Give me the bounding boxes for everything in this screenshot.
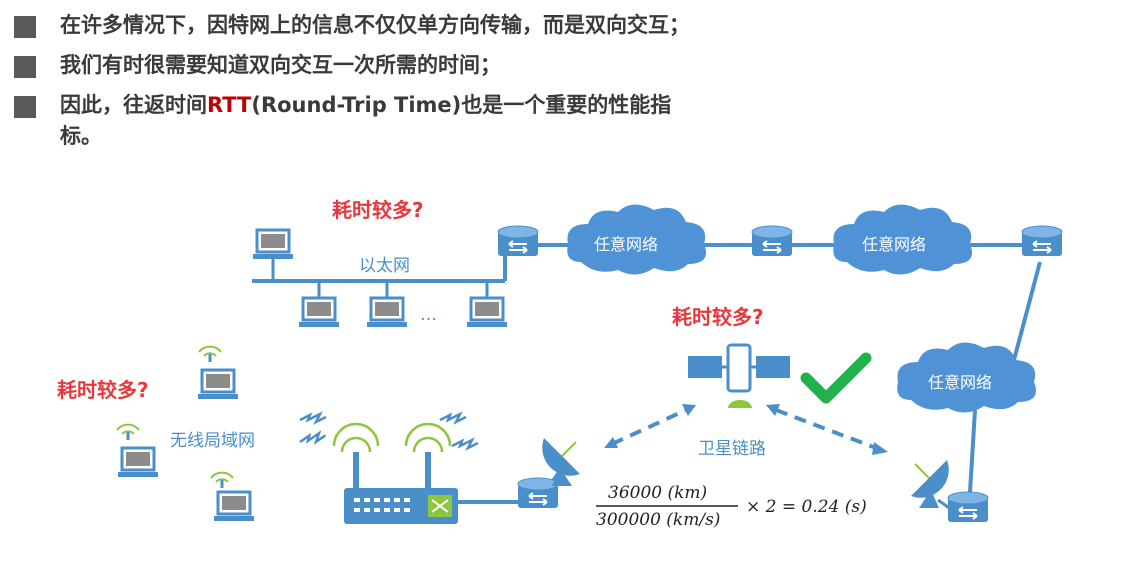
bullet-text-2: 我们有时很需要知道双向交互一次所需的时间； xyxy=(60,53,501,77)
formula-result: × 2 = 0.24 (s) xyxy=(746,497,867,517)
wifi-icon xyxy=(198,345,222,363)
signal-lightning-icon xyxy=(298,412,328,424)
signal-lightning-icon xyxy=(450,438,480,450)
satellite-link-label: 卫星链路 xyxy=(698,439,766,459)
bullet-list: 在许多情况下，因特网上的信息不仅仅单方向传输，而是双向交互； 我们有时很需要知道… xyxy=(14,10,1114,161)
question-label-ethernet: 耗时较多? xyxy=(332,198,424,222)
bullet-item-1: 在许多情况下，因特网上的信息不仅仅单方向传输，而是双向交互； xyxy=(14,10,1114,41)
bullet-square-icon xyxy=(14,16,36,38)
cloud-label-3: 任意网络 xyxy=(928,373,992,392)
ethernet-pc-icon xyxy=(251,228,295,261)
formula-numerator: 36000 (km) xyxy=(608,483,707,503)
rtt-highlight: RTT xyxy=(207,93,252,117)
router-icon xyxy=(947,491,989,523)
rtt-formula: 36000 (km) 300000 (km/s) × 2 = 0.24 (s) xyxy=(596,483,867,530)
router-icon xyxy=(751,225,793,257)
wireless-pc-icon xyxy=(196,368,240,401)
router-icon xyxy=(1021,225,1063,257)
ellipsis-dots: … xyxy=(420,305,437,325)
wireless-access-point-icon xyxy=(332,422,458,524)
satellite-dish-icon xyxy=(910,459,950,509)
wireless-pc-icon xyxy=(116,446,160,479)
wifi-icon xyxy=(210,471,234,489)
satellite-downlink xyxy=(775,408,877,450)
ethernet-pc-icon xyxy=(297,296,341,329)
checkmark-icon xyxy=(800,352,872,404)
router-icon xyxy=(517,477,559,509)
satellite-icon xyxy=(688,343,790,408)
bullet-square-icon xyxy=(14,56,36,78)
bullet-item-3: 因此，往返时间RTT(Round-Trip Time)也是一个重要的性能指 标。 xyxy=(14,90,1114,152)
ethernet-pc-icon xyxy=(365,296,409,329)
ethernet-pc-icon xyxy=(465,296,509,329)
bullet-text-3-end: 标。 xyxy=(60,124,102,148)
ethernet-label: 以太网 xyxy=(359,256,410,276)
signal-lightning-icon xyxy=(297,431,328,446)
question-label-satellite: 耗时较多? xyxy=(672,305,764,329)
formula-denominator: 300000 (km/s) xyxy=(596,510,720,530)
signal-lightning-icon xyxy=(438,412,468,424)
wireless-label: 无线局域网 xyxy=(170,431,255,451)
router-icon xyxy=(497,225,539,257)
bullet-text-3-pre: 因此，往返时间 xyxy=(60,93,207,117)
cloud-label-1: 任意网络 xyxy=(594,235,658,254)
bullet-item-2: 我们有时很需要知道双向交互一次所需的时间； xyxy=(14,50,1114,81)
bullet-text-3-post: (Round-Trip Time)也是一个重要的性能指 xyxy=(251,93,672,117)
cloud-label-2: 任意网络 xyxy=(862,235,926,254)
bullet-square-icon xyxy=(14,96,36,118)
satellite-uplink xyxy=(611,408,687,446)
bullet-text-1: 在许多情况下，因特网上的信息不仅仅单方向传输，而是双向交互； xyxy=(60,13,690,37)
question-label-wireless: 耗时较多? xyxy=(57,378,149,402)
wireless-pc-icon xyxy=(212,490,256,523)
wifi-icon xyxy=(116,423,140,441)
